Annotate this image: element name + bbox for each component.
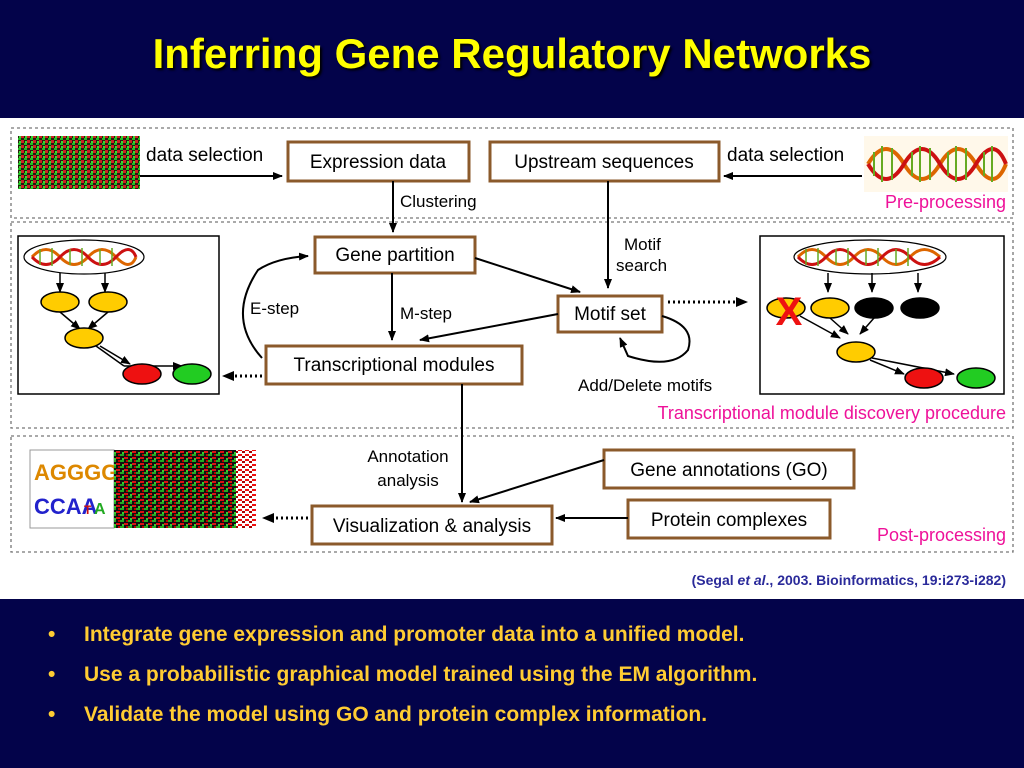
heatmap-image-3: [236, 450, 256, 528]
expression-data-box: [286, 140, 471, 183]
expression-heatmap-image: [18, 136, 140, 189]
annotations-to-visualization-arrow: [469, 459, 605, 504]
bullet-text: Use a probabilistic graphical model trai…: [84, 663, 758, 686]
motif-set-box: [556, 294, 664, 334]
model-network-image-right: [759, 235, 1005, 395]
citation-open: (Segal: [691, 572, 738, 588]
motif-logo-image: AGGGG CCAA T A: [29, 449, 118, 529]
motif-to-modules-arrow: [419, 313, 559, 343]
module-discovery-label: Transcriptional module discovery procedu…: [658, 403, 1007, 423]
model-network-image-left: [17, 235, 220, 395]
transcriptional-modules-box: [264, 344, 524, 386]
bullet-item: • Validate the model using GO and protein…: [48, 701, 757, 741]
gene-annotations-box: [602, 448, 856, 490]
bullet-list: • Integrate gene expression and promoter …: [48, 621, 757, 741]
motif-search-label-1: Motif: [624, 235, 661, 254]
postprocessing-region: [10, 435, 1014, 553]
add-delete-loop-arrow: [619, 315, 691, 363]
upstream-sequences-label: Upstream sequences: [514, 152, 694, 173]
citation: (Segal et al., 2003. Bioinformatics, 19:…: [692, 572, 1006, 588]
preprocessing-label: Pre-processing: [885, 192, 1006, 212]
dna-helix-image: [864, 136, 1008, 192]
data-selection-right-label: data selection: [727, 145, 844, 166]
motif-search-label-2: search: [616, 256, 667, 275]
bullet-item: • Integrate gene expression and promoter …: [48, 621, 757, 661]
bullet-text: Validate the model using GO and protein …: [84, 703, 708, 726]
clustering-label: Clustering: [400, 192, 477, 211]
visualization-to-output-arrowhead: [262, 513, 274, 523]
module-discovery-region: [10, 221, 1014, 429]
gene-partition-box: [313, 235, 477, 275]
upstream-sequences-box: [488, 140, 721, 183]
citation-rest: ., 2003. Bioinformatics, 19:i273-i282): [765, 572, 1006, 588]
e-step-arrow: [241, 252, 309, 359]
slide-title: Inferring Gene Regulatory Networks: [152, 30, 872, 77]
motif-logo-line2c: A: [94, 501, 106, 518]
partition-to-motif-arrow: [474, 257, 581, 294]
bullet-text: Integrate gene expression and promoter d…: [84, 623, 745, 646]
bullet-item: • Use a probabilistic graphical model tra…: [48, 661, 757, 701]
modules-to-model-arrowhead: [222, 371, 234, 381]
bullet-marker: •: [48, 663, 56, 686]
regulatory-network-diagram: data selection Expression data Upstream …: [10, 127, 1014, 553]
data-selection-left-label: data selection: [146, 145, 263, 166]
motif-logo-line1: AGGGG: [34, 460, 118, 485]
bullet-marker: •: [48, 623, 56, 646]
diagram-panel: data selection Expression data Upstream …: [0, 118, 1024, 599]
protein-complexes-label: Protein complexes: [651, 510, 807, 531]
gene-partition-label: Gene partition: [335, 245, 454, 266]
preprocessing-region: [10, 127, 1014, 219]
m-step-label: M-step: [400, 304, 452, 323]
add-delete-label: Add/Delete motifs: [578, 376, 712, 395]
motif-to-model-arrowhead: [736, 297, 748, 307]
gene-annotations-label: Gene annotations (GO): [630, 460, 828, 481]
citation-etal: et al: [737, 572, 766, 588]
visualization-box: [310, 504, 554, 546]
expression-data-label: Expression data: [310, 152, 447, 173]
motif-logo-line2: CCAA: [34, 494, 98, 519]
motif-logo-line2b: T: [84, 503, 92, 517]
visualization-label: Visualization & analysis: [333, 516, 531, 537]
bullet-marker: •: [48, 703, 56, 726]
e-step-label: E-step: [250, 299, 299, 318]
bullet-section: • Integrate gene expression and promoter …: [0, 599, 1024, 768]
protein-complexes-box: [626, 498, 832, 540]
annotation-analysis-label-1: Annotation: [367, 447, 448, 466]
postprocessing-label: Post-processing: [877, 525, 1006, 545]
rejected-x-mark: X: [776, 290, 803, 334]
motif-set-label: Motif set: [574, 304, 647, 325]
annotation-analysis-label-2: analysis: [377, 471, 438, 490]
transcriptional-modules-label: Transcriptional modules: [294, 355, 495, 376]
title-bar: Inferring Gene Regulatory Networks: [0, 0, 1024, 118]
heatmap-image-1: [114, 450, 208, 528]
heatmap-image-2: [208, 450, 236, 528]
